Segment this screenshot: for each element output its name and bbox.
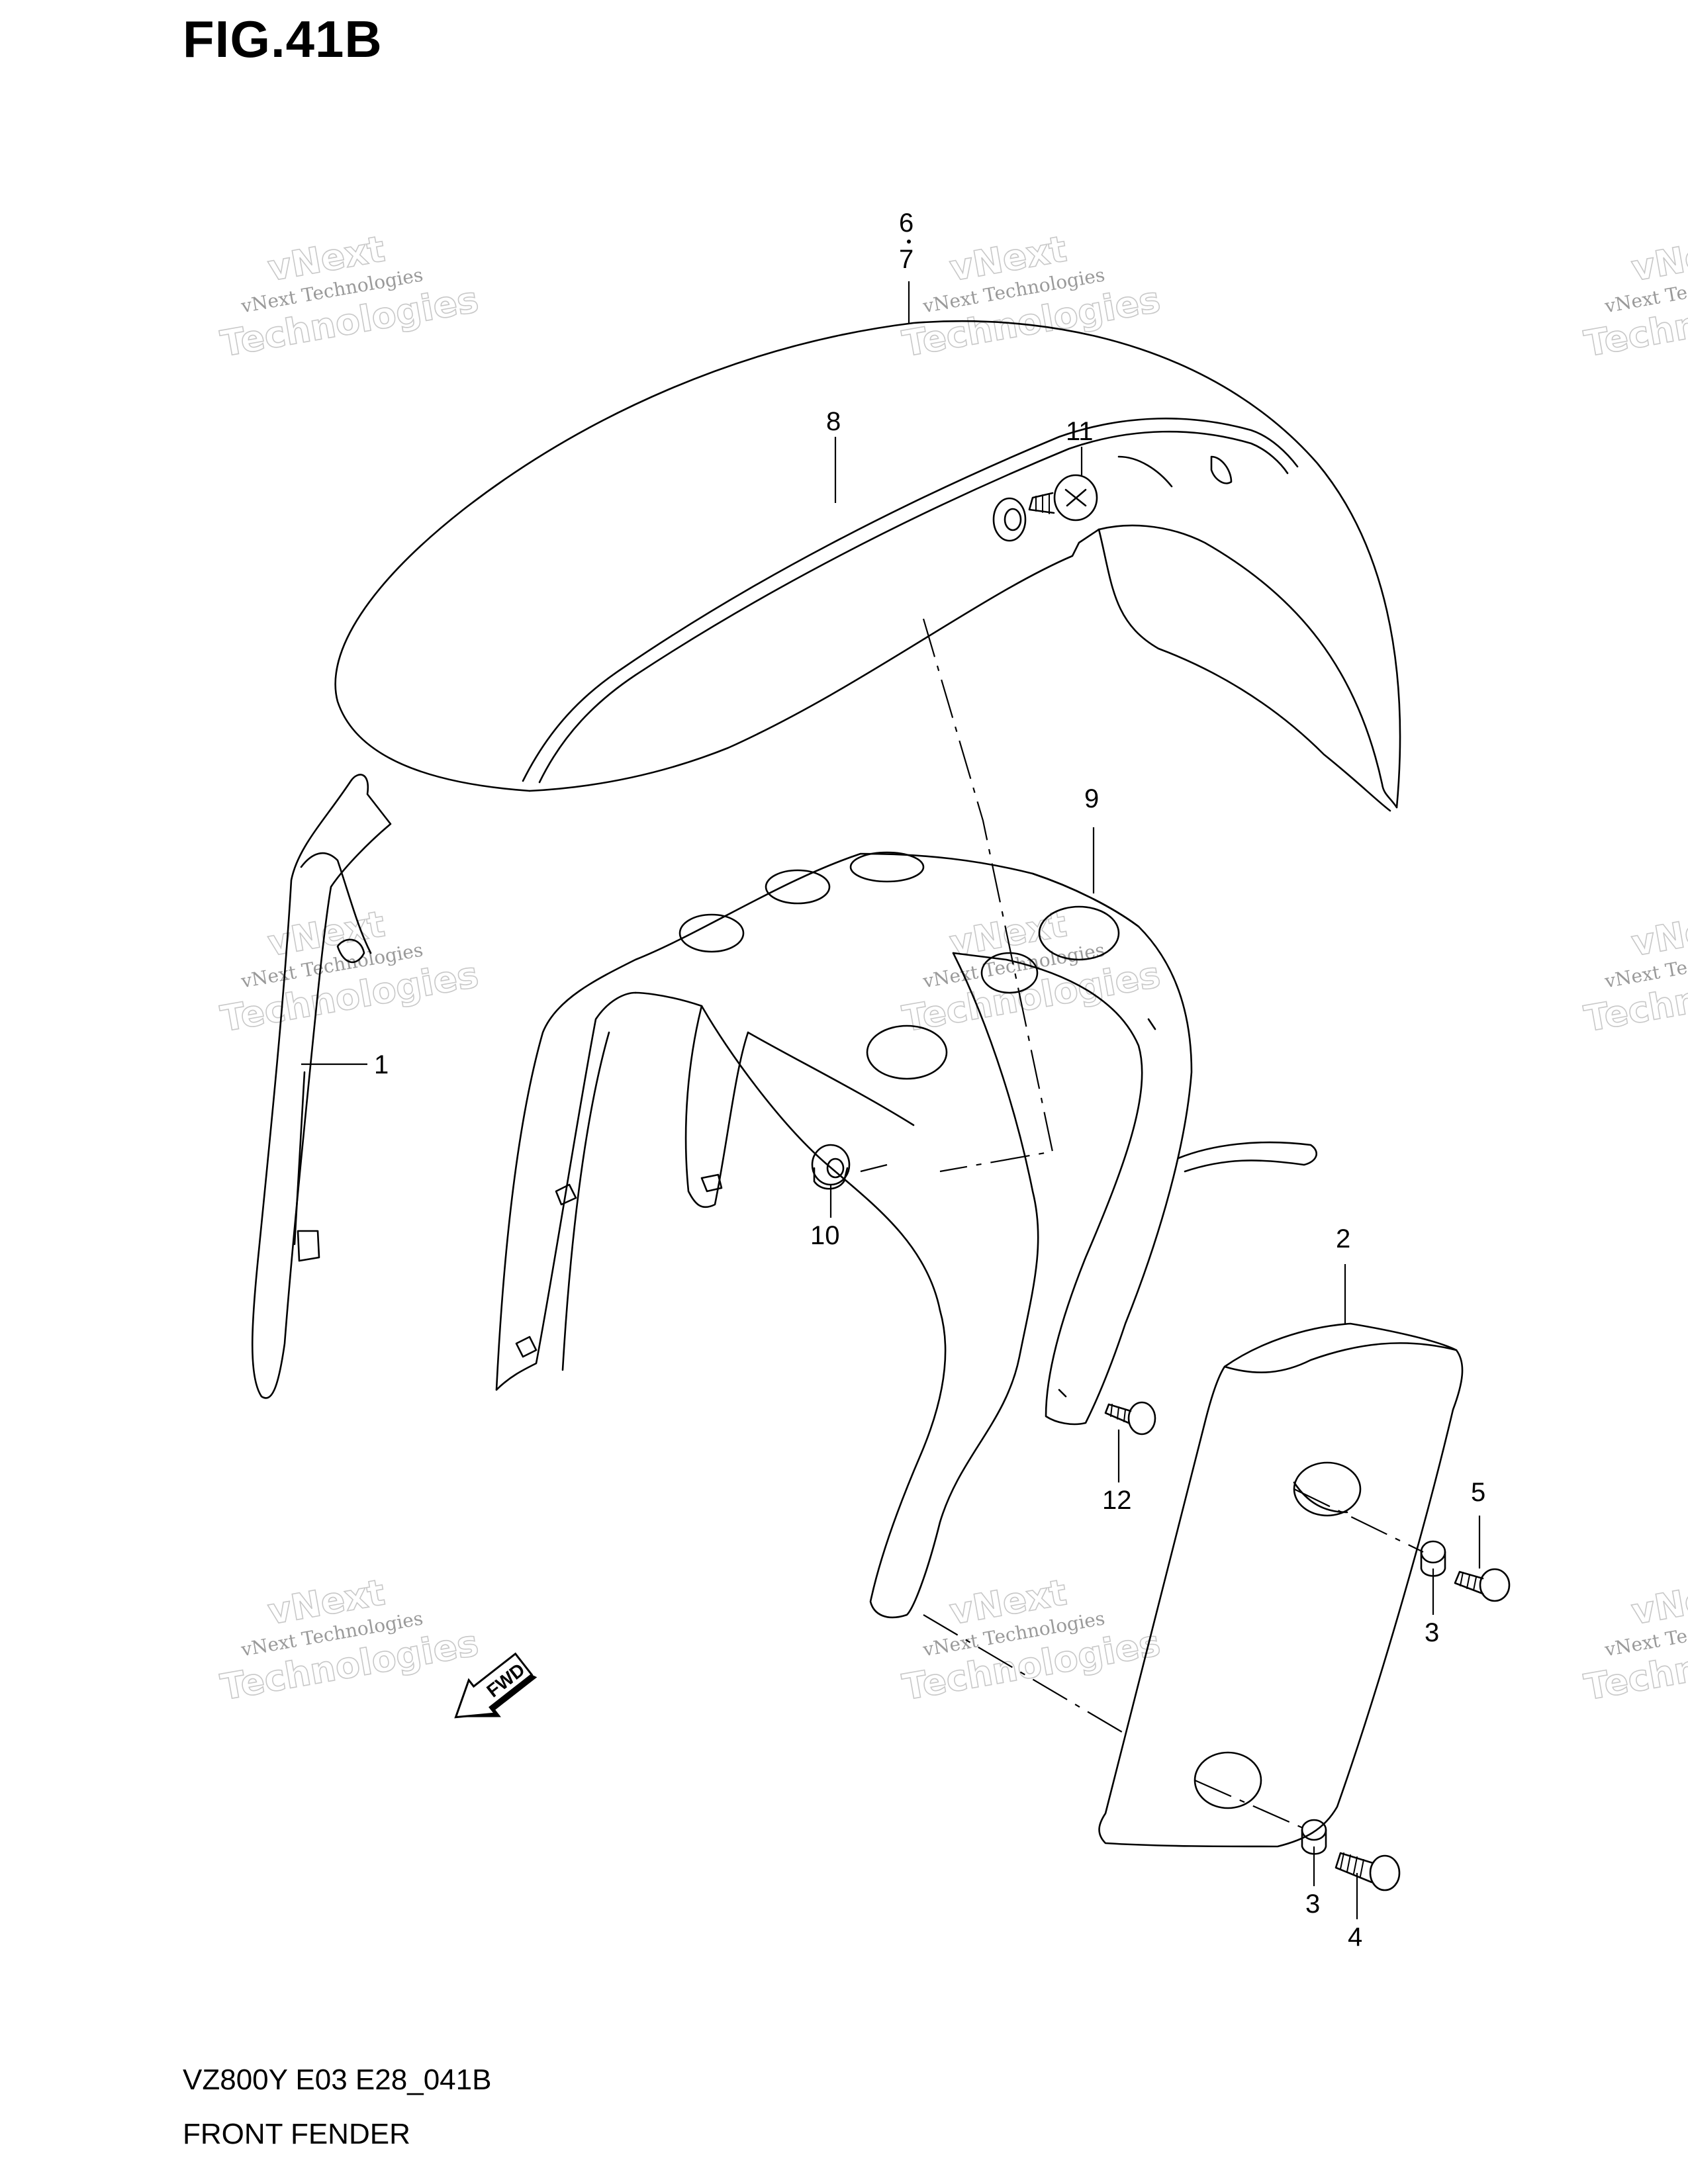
section-name: FRONT FENDER — [183, 2118, 410, 2150]
model-code: VZ800Y E03 E28_041B — [183, 2064, 492, 2096]
callout-6: 6 — [899, 208, 914, 238]
fender-hole — [1211, 457, 1231, 483]
callout-8: 8 — [826, 407, 841, 436]
callout-4: 4 — [1348, 1923, 1362, 1952]
front-fender — [336, 321, 1400, 811]
callout-12: 12 — [1102, 1486, 1132, 1515]
watermark: vNext vNext Technologies Technologies — [1581, 1570, 1688, 1709]
screw-11 — [1029, 475, 1097, 520]
leader-lines — [301, 281, 1479, 1919]
watermark-line1: vNext — [1628, 903, 1688, 964]
watermark: vNext vNext Technologies Technologies — [899, 1570, 1164, 1709]
watermark-line1: vNext — [1628, 228, 1688, 289]
assembly-lines — [923, 619, 1423, 1830]
callout-3-upper: 3 — [1425, 1618, 1439, 1647]
fender-rib — [1119, 457, 1172, 486]
callout-7: 7 — [899, 245, 914, 274]
watermark-line1: vNext — [1628, 1571, 1688, 1633]
watermark: vNext vNext Technologies Technologies — [217, 227, 482, 365]
watermark: vNext vNext Technologies Technologies — [217, 1570, 482, 1709]
bolt-5 — [1455, 1569, 1509, 1601]
callout-2: 2 — [1336, 1224, 1350, 1253]
grommet-11 — [994, 498, 1025, 541]
figure-title: FIG.41B — [183, 10, 383, 68]
callout-10: 10 — [810, 1221, 840, 1250]
screw-12 — [1105, 1402, 1155, 1434]
callout-11: 11 — [1066, 417, 1094, 446]
callout-dot — [907, 240, 911, 244]
callout-5: 5 — [1471, 1478, 1485, 1507]
watermark-layer: vNext vNext Technologies Technologies vN… — [217, 227, 1688, 1709]
watermark: vNext vNext Technologies Technologies — [899, 227, 1164, 365]
watermark: vNext vNext Technologies Technologies — [217, 902, 482, 1040]
front-fender-lower-panel — [1100, 1324, 1463, 1846]
fender-brace — [496, 852, 1317, 1617]
bolt-4 — [1336, 1853, 1399, 1890]
callout-1: 1 — [374, 1050, 389, 1079]
callout-9: 9 — [1084, 784, 1099, 813]
watermark: vNext vNext Technologies Technologies — [1581, 902, 1688, 1040]
watermark: vNext vNext Technologies Technologies — [1581, 227, 1688, 365]
fender-stripe — [523, 418, 1297, 782]
callout-3-lower: 3 — [1305, 1889, 1320, 1919]
callout-labels: 6 7 8 11 9 1 10 2 12 5 3 3 4 — [374, 208, 1485, 1952]
front-fender-side-panel — [252, 774, 391, 1398]
